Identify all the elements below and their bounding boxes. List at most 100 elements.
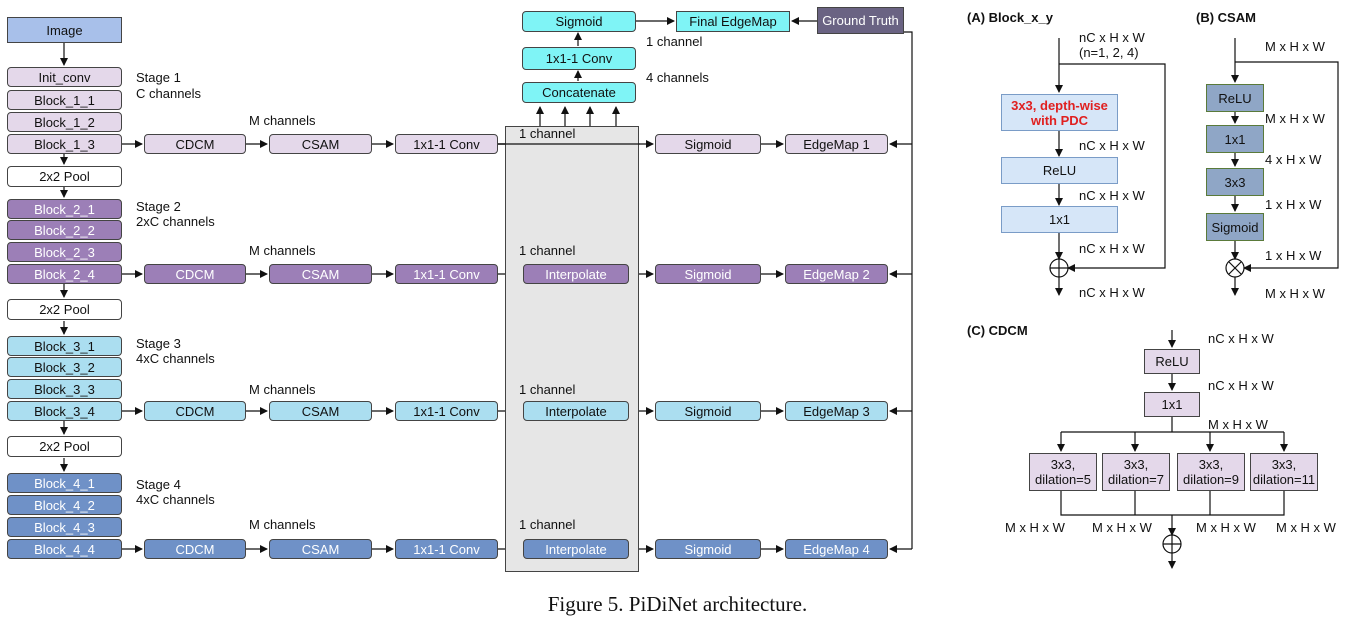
csam-dim-4: 1 x H x W [1265,248,1322,263]
edgemap-2: EdgeMap 2 [785,264,888,284]
stage-1-channels: C channels [136,86,202,101]
one-channel-label-2: 1 channel [519,243,576,258]
dilated-conv-9-l2: dilation=9 [1182,472,1240,487]
block-4-4: Block_4_4 [7,539,122,559]
cdcm-branch-dim-3: M x H x W [1196,520,1256,535]
csam-conv1x1: 1x1 [1206,125,1264,153]
cdcm-conv1x1: 1x1 [1144,392,1200,417]
block-xy-dim-out: nC x H x W [1079,285,1145,300]
final-edgemap: Final EdgeMap [676,11,790,32]
block-1-1: Block_1_1 [7,90,122,110]
pdc-line-1: 3x3, depth-wise [1011,97,1108,113]
pool-1: 2x2 Pool [7,166,122,187]
block-3-4: Block_3_4 [7,401,122,421]
one-channel-label-4: 1 channel [519,517,576,532]
dilated-conv-7-l2: dilation=7 [1107,472,1165,487]
csam-dim-in: M x H x W [1265,39,1325,54]
csam-dim-out: M x H x W [1265,286,1325,301]
csam-dim-3: 1 x H x W [1265,197,1322,212]
block-1-2: Block_1_2 [7,112,122,132]
stage-3-label: Stage 3 [136,336,181,351]
conv1x1-2: 1x1-1 Conv [395,264,498,284]
one-channel-label-3: 1 channel [519,382,576,397]
csam-4: CSAM [269,539,372,559]
block-xy-conv: 1x1 [1001,206,1118,233]
dilated-conv-11-l1: 3x3, [1271,457,1297,472]
csam-2: CSAM [269,264,372,284]
csam-dim-2: 4 x H x W [1265,152,1322,167]
block-3-1: Block_3_1 [7,336,122,356]
conv1x1-3: 1x1-1 Conv [395,401,498,421]
pdc-line-2: with PDC [1030,112,1089,128]
csam-title: (B) CSAM [1196,10,1256,25]
fusion-panel [505,126,639,572]
block-xy-relu: ReLU [1001,157,1118,184]
block-4-2: Block_4_2 [7,495,122,515]
block-2-1: Block_2_1 [7,199,122,219]
pdc-conv-block: 3x3, depth-wise with PDC [1001,94,1118,131]
figure-caption: Figure 5. PiDiNet architecture. [547,592,808,616]
block-2-3: Block_2_3 [7,242,122,262]
edgemap-4: EdgeMap 4 [785,539,888,559]
image-node: Image [7,17,122,43]
interpolate-2: Interpolate [523,264,629,284]
dilated-conv-5: 3x3, dilation=5 [1029,453,1097,491]
csam-relu: ReLU [1206,84,1264,112]
one-channel-top-label: 1 channel [646,34,703,49]
interpolate-4: Interpolate [523,539,629,559]
block-4-3: Block_4_3 [7,517,122,537]
sigmoid-4: Sigmoid [655,539,761,559]
four-channels-label: 4 channels [646,70,709,85]
conv1x1-1: 1x1-1 Conv [395,134,498,154]
stage-3-channels: 4xC channels [136,351,215,366]
stage-1-label: Stage 1 [136,70,181,85]
dilated-conv-11: 3x3, dilation=11 [1250,453,1318,491]
pool-3: 2x2 Pool [7,436,122,457]
init-conv-block: Init_conv [7,67,122,87]
block-2-4: Block_2_4 [7,264,122,284]
csam-dim-1: M x H x W [1265,111,1325,126]
block-xy-dim-2: nC x H x W [1079,188,1145,203]
dilated-conv-11-l2: dilation=11 [1252,472,1316,487]
cdcm-dim-2: M x H x W [1208,417,1268,432]
cdcm-branch-dim-1: M x H x W [1005,520,1065,535]
block-4-1: Block_4_1 [7,473,122,493]
conv-top: 1x1-1 Conv [522,47,636,70]
edgemap-1: EdgeMap 1 [785,134,888,154]
csam-1: CSAM [269,134,372,154]
sigmoid-2: Sigmoid [655,264,761,284]
sigmoid-top: Sigmoid [522,11,636,32]
block-3-3: Block_3_3 [7,379,122,399]
cdcm-branch-dim-2: M x H x W [1092,520,1152,535]
csam-sigmoid: Sigmoid [1206,213,1264,241]
block-xy-dim-1: nC x H x W [1079,138,1145,153]
cdcm-2: CDCM [144,264,246,284]
block-xy-input-dim: nC x H x W [1079,30,1145,45]
cdcm-3: CDCM [144,401,246,421]
stage-2-label: Stage 2 [136,199,181,214]
dilated-conv-9: 3x3, dilation=9 [1177,453,1245,491]
block-xy-dim-3: nC x H x W [1079,241,1145,256]
cdcm-relu: ReLU [1144,349,1200,374]
csam-conv3x3: 3x3 [1206,168,1264,196]
pool-2: 2x2 Pool [7,299,122,320]
dilated-conv-9-l1: 3x3, [1198,457,1224,472]
block-xy-input-note: (n=1, 2, 4) [1079,45,1139,60]
ground-truth: Ground Truth [817,7,904,34]
csam-3: CSAM [269,401,372,421]
conv1x1-4: 1x1-1 Conv [395,539,498,559]
block-xy-title: (A) Block_x_y [967,10,1053,25]
block-1-3: Block_1_3 [7,134,122,154]
cdcm-title: (C) CDCM [967,323,1028,338]
stage-4-channels: 4xC channels [136,492,215,507]
dilated-conv-7-l1: 3x3, [1123,457,1149,472]
m-channels-label-3: M channels [249,382,316,397]
block-3-2: Block_3_2 [7,357,122,377]
dilated-conv-7: 3x3, dilation=7 [1102,453,1170,491]
dilated-conv-5-l2: dilation=5 [1034,472,1092,487]
block-2-2: Block_2_2 [7,220,122,240]
one-channel-label-1: 1 channel [519,126,576,141]
m-channels-label-1: M channels [249,113,316,128]
sigmoid-3: Sigmoid [655,401,761,421]
